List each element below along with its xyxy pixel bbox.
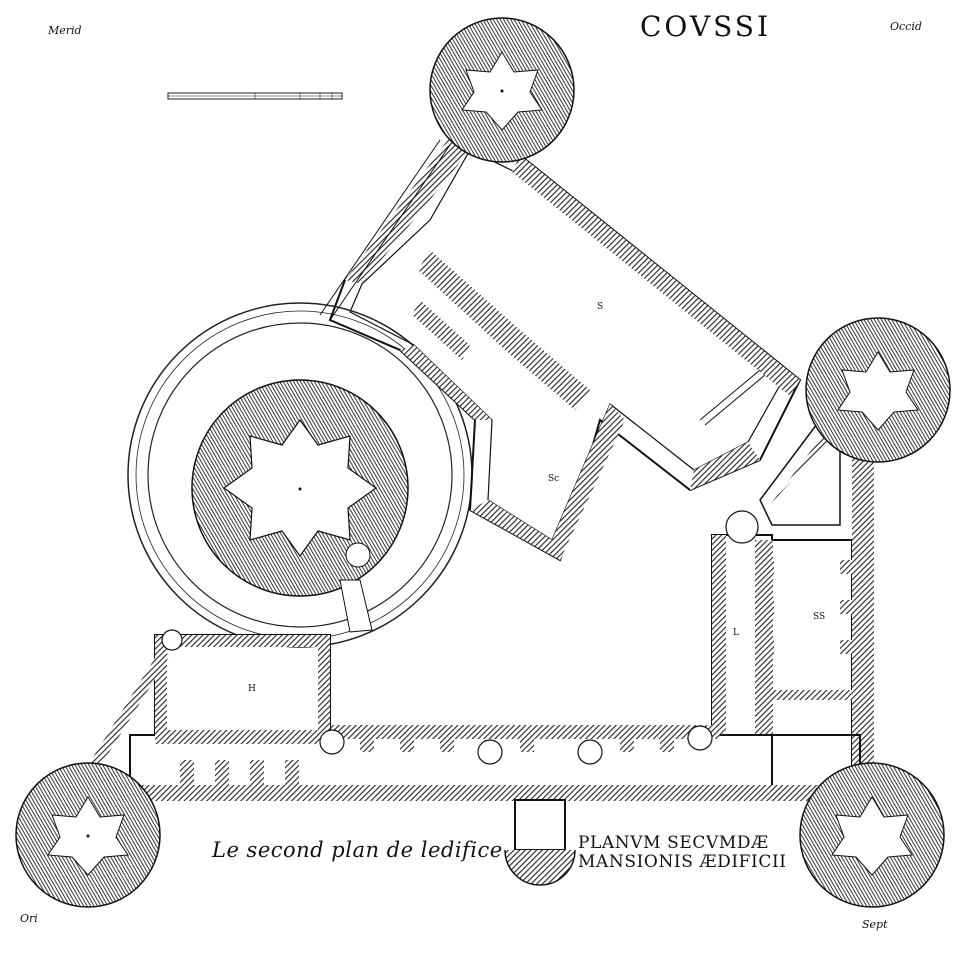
south-range-walls: [129, 725, 861, 886]
room-label-l: L: [733, 628, 739, 638]
north-wing-walls: [319, 128, 802, 562]
room-label-h: H: [248, 684, 256, 694]
tower-east: [805, 317, 951, 463]
caption-latin-line-2: MANSIONIS ÆDIFICII: [578, 852, 787, 872]
scale-bar: [167, 92, 343, 100]
compass-top-left: Merid: [48, 24, 82, 37]
compass-bottom-right: Sept: [862, 918, 888, 931]
stair-turrets: [161, 510, 759, 765]
caption-french: Le second plan de ledifice: [212, 838, 503, 862]
south-range-piers: [180, 560, 854, 786]
donjon-tower: [191, 379, 409, 633]
map-title: COVSSI: [640, 10, 772, 43]
compass-bottom-left: Ori: [20, 912, 38, 925]
east-wing-walls: [711, 419, 874, 795]
tower-north: [429, 17, 575, 163]
tower-southeast: [799, 762, 945, 908]
caption-latin-line-1: PLANVM SECVMDÆ: [578, 833, 769, 853]
room-label-ss: SS: [813, 612, 826, 622]
tower-southwest: [15, 762, 161, 908]
room-label-s: S: [597, 302, 604, 312]
compass-top-right: Occid: [890, 20, 922, 33]
west-hall-walls: [85, 634, 331, 775]
room-label-sc: Sc: [548, 474, 560, 484]
caption-latin: PLANVM SECVMDÆ MANSIONIS ÆDIFICII: [578, 834, 787, 872]
